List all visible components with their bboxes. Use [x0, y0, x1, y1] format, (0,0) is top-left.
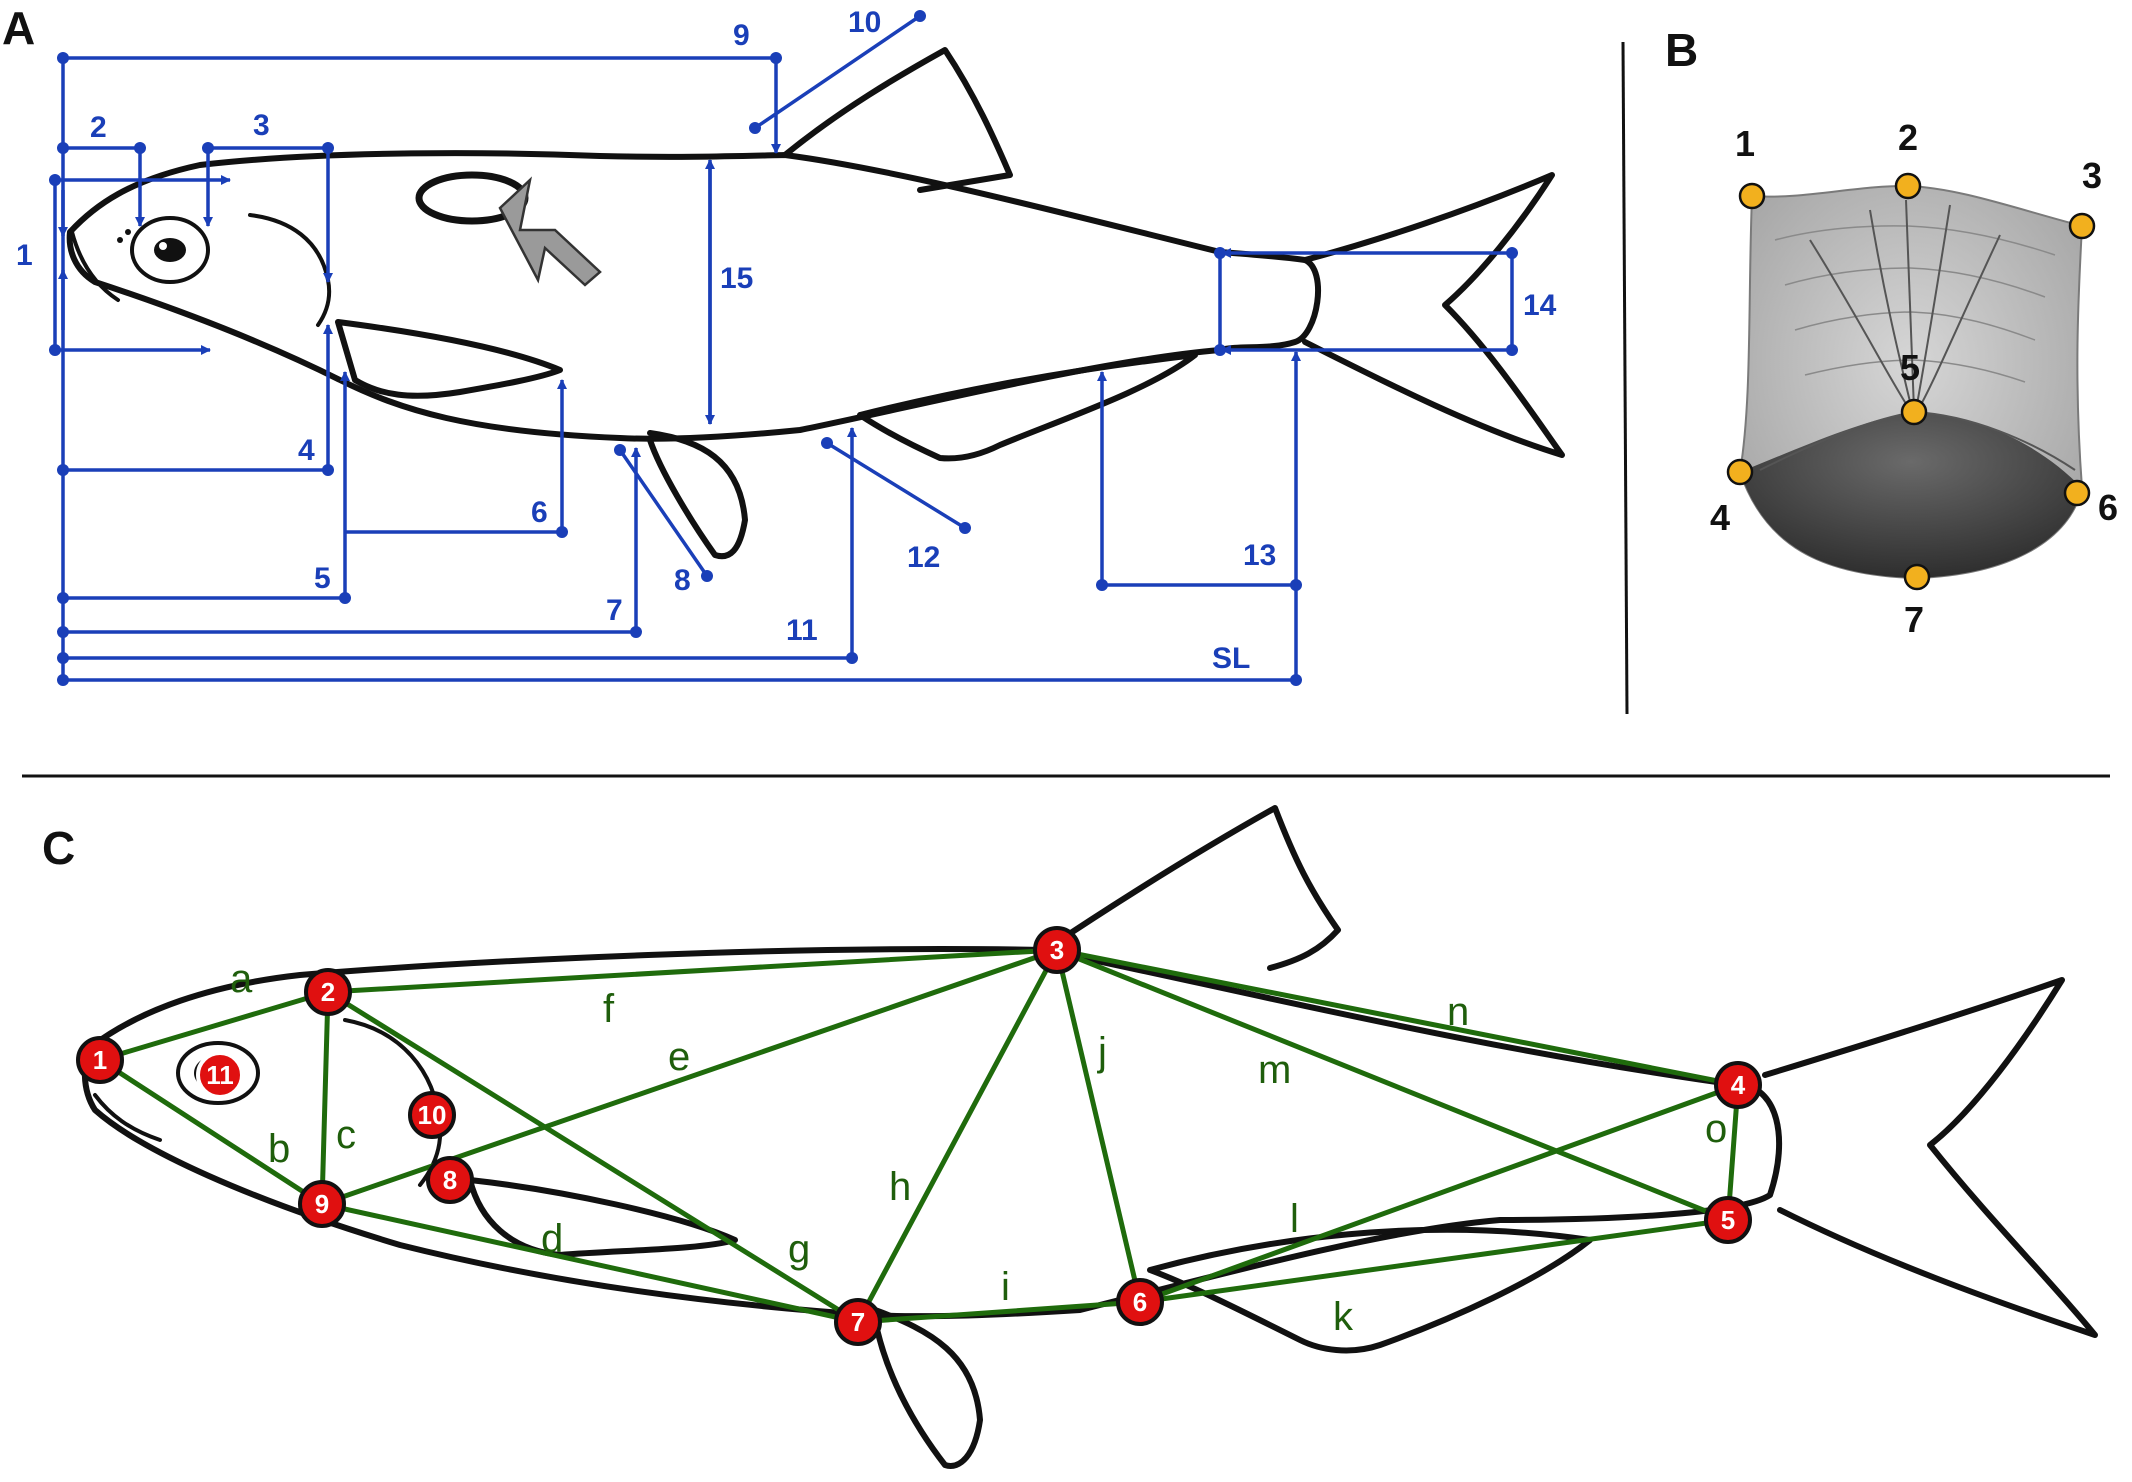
scale-label-1: 1 [1735, 123, 1755, 164]
scale-landmark-3 [2068, 212, 2096, 240]
vertical-divider [1621, 41, 1629, 715]
scale-landmark-1 [1738, 182, 1766, 210]
measurement-label-10: 10 [848, 6, 881, 39]
landmark-node-9: 9 [298, 1180, 346, 1228]
panel-a-measurements [49, 10, 1518, 686]
edge-label-d: d [541, 1217, 563, 1261]
edge-f [325, 947, 1060, 995]
landmark-node-3: 3 [1033, 926, 1081, 974]
edge-g [325, 989, 861, 1325]
measurement-label-14: 14 [1523, 289, 1557, 322]
measurement-label-9: 9 [733, 19, 750, 52]
landmark-node-8: 8 [426, 1156, 474, 1204]
panel-b-letter: B [1665, 24, 1698, 76]
edge-n [1054, 947, 1741, 1088]
panel-a: A [2, 2, 1565, 686]
panel-c-edge-labels: a b c d e f g h i j k l m n o [230, 957, 1727, 1339]
edge-label-i: i [1001, 1265, 1010, 1309]
edge-label-e: e [668, 1035, 690, 1079]
edge-h [855, 947, 1060, 1325]
edge-b [97, 1057, 325, 1207]
landmark-node-6: 6 [1116, 1278, 1164, 1326]
panel-c-fish-outline [81, 805, 2098, 1469]
scale-landmark-6 [2063, 479, 2091, 507]
landmark-node-4: 4 [1714, 1061, 1762, 1109]
edge-c [319, 989, 331, 1207]
node-label-8: 8 [443, 1165, 457, 1195]
measurement-label-1: 1 [16, 239, 33, 272]
node-label-4: 4 [1731, 1070, 1746, 1100]
measurement-label-sl: SL [1212, 642, 1250, 675]
edge-label-o: o [1705, 1107, 1727, 1151]
measurement-label-6: 6 [531, 496, 548, 529]
edge-i [855, 1299, 1143, 1325]
panel-c: C [42, 805, 2098, 1469]
scale-label-7: 7 [1904, 599, 1924, 640]
measurement-label-12: 12 [907, 541, 940, 574]
scale-landmark-labels: 1 2 3 4 5 6 7 [1710, 117, 2118, 640]
scale-landmark-4 [1726, 458, 1754, 486]
node-label-11: 11 [206, 1060, 234, 1090]
edge-label-b: b [268, 1127, 290, 1171]
edge-label-a: a [230, 957, 253, 1001]
panel-a-letter: A [2, 2, 35, 54]
measurement-label-13: 13 [1243, 539, 1276, 572]
measurement-label-2: 2 [90, 111, 107, 144]
edge-l [1137, 1082, 1741, 1305]
panel-c-letter: C [42, 822, 75, 874]
measurement-label-3: 3 [253, 109, 270, 142]
edge-label-j: j [1097, 1030, 1107, 1074]
edge-label-l: l [1290, 1197, 1299, 1241]
node-label-7: 7 [851, 1307, 865, 1337]
scale-landmark-7 [1903, 563, 1931, 591]
landmark-node-5: 5 [1704, 1196, 1752, 1244]
edge-label-n: n [1447, 990, 1469, 1034]
panel-c-nodes: 1 2 3 4 5 6 7 [76, 926, 1762, 1346]
panel-c-edges [97, 947, 1741, 1325]
edge-j [1054, 947, 1143, 1305]
node-label-2: 2 [321, 977, 335, 1007]
edge-label-m: m [1258, 1048, 1291, 1092]
scale-landmark-2 [1894, 172, 1922, 200]
scale-landmarks [1726, 172, 2096, 591]
landmark-node-10: 10 [408, 1091, 456, 1139]
landmark-node-11: 11 [196, 1051, 244, 1099]
node-label-5: 5 [1721, 1205, 1735, 1235]
node-label-1: 1 [93, 1045, 107, 1075]
scale-label-2: 2 [1898, 117, 1918, 158]
measurement-label-8: 8 [674, 564, 691, 597]
edge-label-k: k [1333, 1295, 1354, 1339]
landmark-node-7: 7 [834, 1298, 882, 1346]
node-label-10: 10 [418, 1100, 447, 1130]
measurement-label-4: 4 [298, 434, 315, 467]
measurement-label-11: 11 [786, 614, 818, 647]
measurement-label-15: 15 [720, 262, 753, 295]
measurement-label-7: 7 [606, 594, 623, 627]
edge-d [319, 1201, 861, 1325]
node-label-3: 3 [1050, 935, 1064, 965]
panel-a-fish-outline [66, 47, 1565, 560]
scale-label-6: 6 [2098, 487, 2118, 528]
scale-label-4: 4 [1710, 497, 1730, 538]
edge-label-h: h [889, 1165, 911, 1209]
scale-label-3: 3 [2082, 155, 2102, 196]
edge-label-g: g [788, 1227, 810, 1271]
panel-a-labels: 1 2 3 4 5 6 7 8 9 10 11 12 13 14 15 SL [16, 6, 1557, 675]
node-label-9: 9 [315, 1189, 329, 1219]
edge-k [1137, 1217, 1731, 1305]
scale-label-5: 5 [1900, 347, 1920, 388]
measurement-label-5: 5 [314, 562, 331, 595]
scale-landmark-5 [1900, 398, 1928, 426]
landmark-node-2: 2 [304, 968, 352, 1016]
panel-b: B [1665, 24, 2118, 640]
edge-a [97, 989, 331, 1063]
edge-label-c: c [336, 1113, 356, 1157]
fish-scale [1738, 184, 2084, 580]
node-label-6: 6 [1133, 1287, 1147, 1317]
landmark-node-1: 1 [76, 1036, 124, 1084]
edge-label-f: f [603, 987, 615, 1031]
edge-m [1054, 947, 1731, 1223]
